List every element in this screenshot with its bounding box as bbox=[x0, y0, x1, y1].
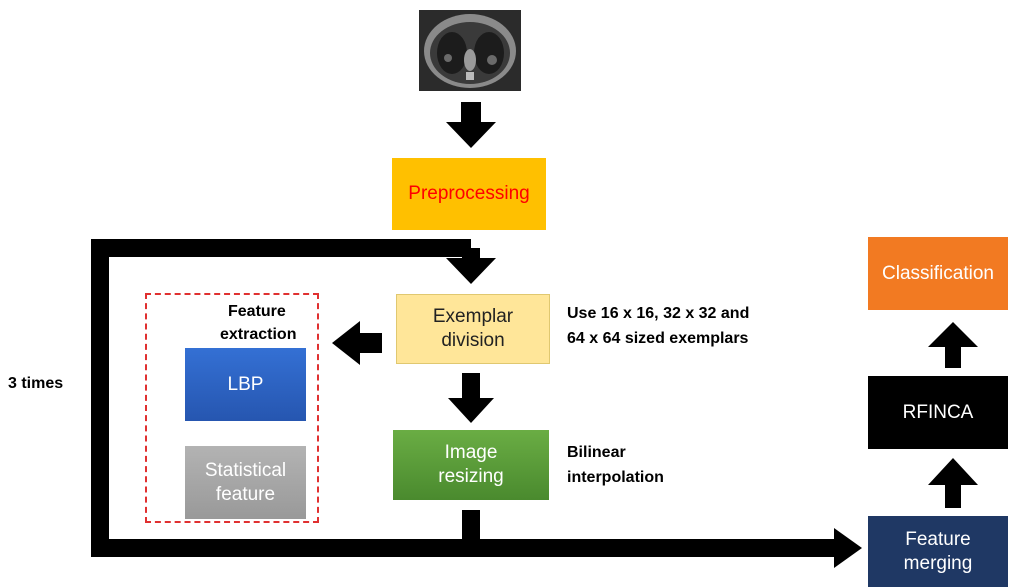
arrow-into-exemplar-division bbox=[446, 248, 496, 284]
arrow-to-rfinca bbox=[928, 458, 978, 508]
exemplar-division-box: Exemplar division bbox=[396, 294, 550, 364]
arrow-to-image-resizing bbox=[448, 373, 494, 423]
arrow-to-classification bbox=[928, 322, 978, 368]
statistical-feature-label-line2: feature bbox=[215, 483, 276, 505]
feature-extraction-group bbox=[145, 293, 319, 523]
exemplar-sizes-note-line1: Use 16 x 16, 32 x 32 and bbox=[567, 305, 750, 322]
exemplar-sizes-note-line2: 64 x 64 sized exemplars bbox=[567, 329, 749, 347]
feature-extraction-title-line1: Feature bbox=[228, 303, 286, 320]
arrow-to-feature-extraction bbox=[332, 321, 382, 365]
arrow-to-feature-merging bbox=[462, 510, 838, 557]
loop-count-label: 3 times bbox=[8, 375, 64, 392]
preprocessing-label: Preprocessing bbox=[408, 183, 530, 205]
ct-scan-image bbox=[419, 10, 521, 91]
exemplar-sizes-note: Use 16 x 16, 32 x 32 and 64 x 64 sized e… bbox=[567, 302, 749, 352]
classification-label: Classification bbox=[882, 262, 994, 284]
image-resizing-label-line1: Image bbox=[444, 442, 498, 464]
preprocessing-box: Preprocessing bbox=[392, 158, 546, 230]
lbp-box: LBP bbox=[185, 348, 306, 421]
exemplar-division-label-line2: division bbox=[441, 330, 505, 351]
classification-box: Classification bbox=[868, 237, 1008, 310]
statistical-feature-label-line1: Statistical bbox=[204, 459, 287, 481]
loop-path bbox=[91, 239, 471, 557]
feature-merging-label-line2: merging bbox=[903, 552, 973, 574]
rfinca-label: RFINCA bbox=[902, 401, 974, 423]
feature-extraction-title-line2: extraction bbox=[220, 326, 297, 344]
resize-method-note-line2: interpolation bbox=[567, 468, 664, 486]
exemplar-division-label-line1: Exemplar bbox=[432, 306, 514, 328]
image-resizing-box: Image resizing bbox=[393, 430, 549, 500]
feature-merging-box: Feature merging bbox=[868, 516, 1008, 587]
image-resizing-label-line2: resizing bbox=[438, 466, 504, 487]
arrow-image-to-preprocessing bbox=[446, 102, 496, 148]
feature-extraction-title: Feature extraction bbox=[220, 300, 296, 346]
resize-method-note-line1: Bilinear bbox=[567, 444, 626, 461]
resize-method-note: Bilinear interpolation bbox=[567, 441, 664, 491]
lbp-label: LBP bbox=[227, 373, 264, 395]
rfinca-box: RFINCA bbox=[868, 376, 1008, 449]
statistical-feature-box: Statistical feature bbox=[185, 446, 306, 519]
feature-merging-label-line1: Feature bbox=[905, 528, 971, 550]
